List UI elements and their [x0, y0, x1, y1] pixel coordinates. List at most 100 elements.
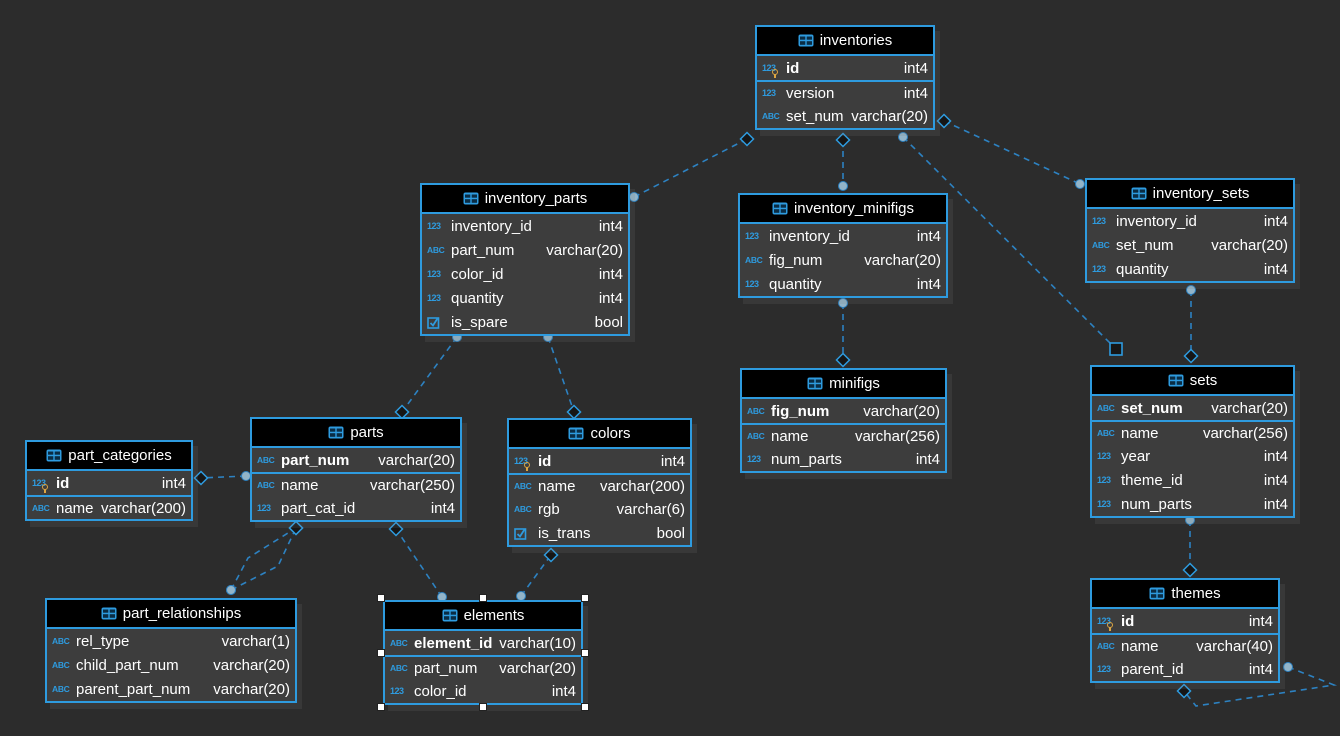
selection-handle[interactable]	[377, 648, 385, 657]
table-header-sets[interactable]: sets	[1092, 367, 1293, 396]
selection-handle[interactable]	[581, 648, 589, 657]
text-type-icon: ABC	[32, 497, 56, 519]
boolean-type-icon	[427, 310, 451, 334]
table-header-part_relationships[interactable]: part_relationships	[47, 600, 295, 629]
relation-line-part_relationships-child_part_num-parts[interactable]	[230, 527, 297, 591]
column-name: theme_id	[1121, 471, 1183, 489]
table-header-parts[interactable]: parts	[252, 419, 460, 448]
relation-line-parts-part_cat_id-part_categories[interactable]	[200, 475, 247, 479]
column-name: name	[1121, 424, 1159, 442]
table-icon	[463, 192, 479, 205]
relation-diamond-marker	[543, 547, 559, 563]
text-type-icon-glyph: ABC	[762, 111, 780, 121]
relation-diamond-marker	[566, 404, 582, 420]
selection-handle[interactable]	[479, 594, 487, 602]
column-type: varchar(20)	[851, 107, 928, 125]
table-header-minifigs[interactable]: minifigs	[742, 370, 945, 399]
table-header-elements[interactable]: elements	[385, 602, 581, 631]
table-header-inventory_sets[interactable]: inventory_sets	[1087, 180, 1293, 209]
selection-handle[interactable]	[377, 703, 385, 711]
table-header-inventory_parts[interactable]: inventory_parts	[422, 185, 628, 214]
relation-line-part_relationships-parent_part_num-parts[interactable]	[230, 527, 297, 591]
column-type: int4	[1263, 260, 1288, 278]
text-type-icon-glyph: ABC	[747, 431, 765, 441]
table-header-inventories[interactable]: inventories	[757, 27, 933, 56]
column-type: varchar(200)	[100, 499, 186, 517]
relation-line-inventory_parts-part_num-parts[interactable]	[401, 336, 458, 413]
relation-line-inventory_parts-inventory_id-inventories[interactable]	[633, 138, 748, 198]
selection-handle[interactable]	[581, 594, 589, 602]
table-header-themes[interactable]: themes	[1092, 580, 1278, 609]
table-header-part_categories[interactable]: part_categories	[27, 442, 191, 471]
relation-line-inventory_sets-inventory_id-inventories[interactable]	[943, 120, 1081, 185]
selection-handle[interactable]	[377, 594, 385, 602]
table-name: sets	[1189, 372, 1218, 389]
numeric-type-icon: 123	[1092, 209, 1116, 233]
table-header-colors[interactable]: colors	[509, 420, 690, 449]
text-type-icon: ABC	[762, 104, 786, 128]
relation-line-inventory_parts-color_id-colors[interactable]	[547, 336, 575, 413]
relation-line-elements-part_num-parts[interactable]	[395, 528, 443, 598]
relation-line-elements-color_id-colors[interactable]	[520, 554, 552, 597]
selection-handle[interactable]	[581, 703, 589, 711]
column-type: varchar(20)	[378, 451, 455, 469]
table-header-inventory_minifigs[interactable]: inventory_minifigs	[740, 195, 946, 224]
text-type-icon-glyph: ABC	[390, 638, 408, 648]
selection-handle[interactable]	[479, 703, 487, 711]
numeric-type-icon-glyph: 123	[745, 279, 759, 289]
